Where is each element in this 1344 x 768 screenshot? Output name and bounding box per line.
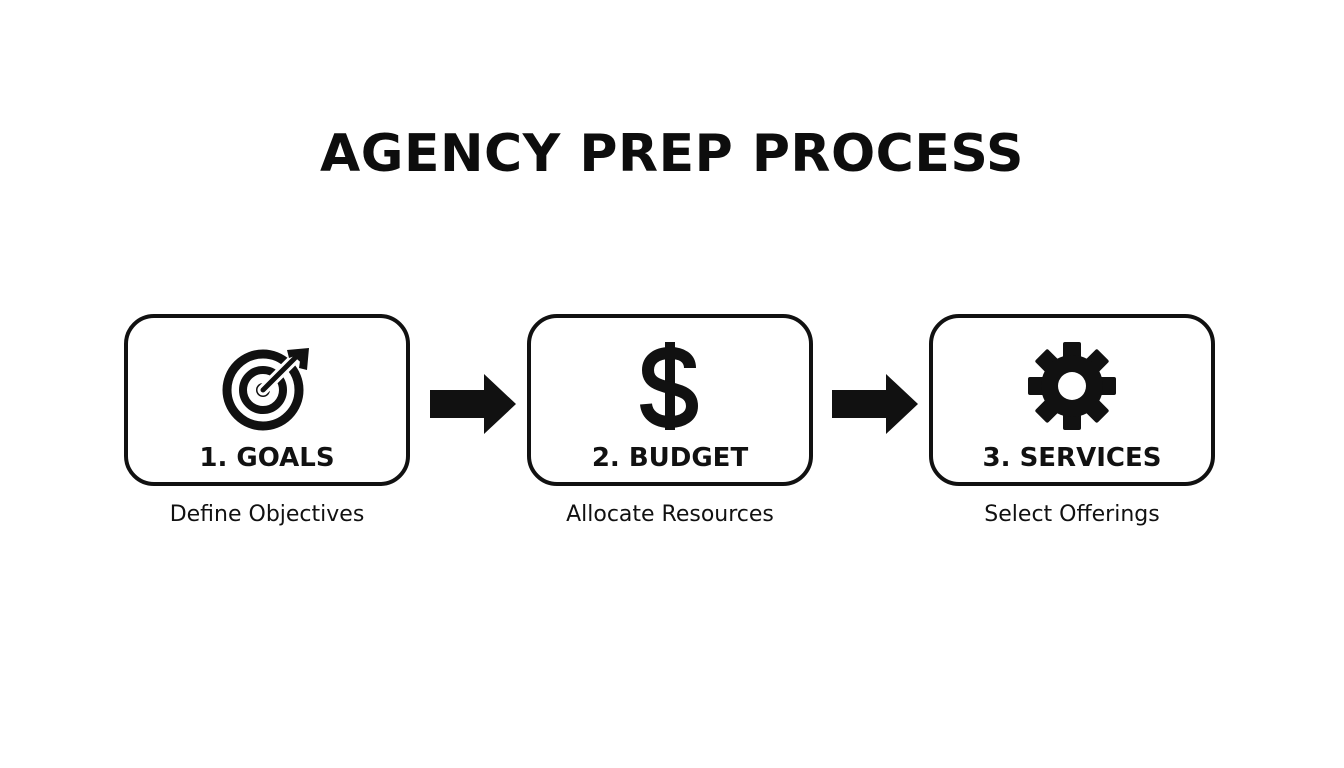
dollar-sign-icon [624, 340, 716, 432]
step-label: 1. GOALS [199, 443, 335, 473]
arrow-right-icon [830, 372, 920, 436]
step-box-services: 3. SERVICES [929, 314, 1215, 486]
step-label: 2. BUDGET [591, 443, 749, 473]
step-box-goals: 1. GOALS [124, 314, 410, 486]
step-box-budget: 2. BUDGET [527, 314, 813, 486]
step-caption: Define Objectives [169, 502, 365, 527]
step-caption: Allocate Resources [566, 502, 774, 527]
target-arrow-icon [221, 340, 313, 432]
step-caption: Select Offerings [984, 502, 1160, 527]
step-label: 3. SERVICES [982, 443, 1162, 473]
diagram-title: AGENCY PREP PROCESS [320, 124, 1024, 184]
arrow-right-icon [428, 372, 518, 436]
gear-icon [1026, 340, 1118, 432]
